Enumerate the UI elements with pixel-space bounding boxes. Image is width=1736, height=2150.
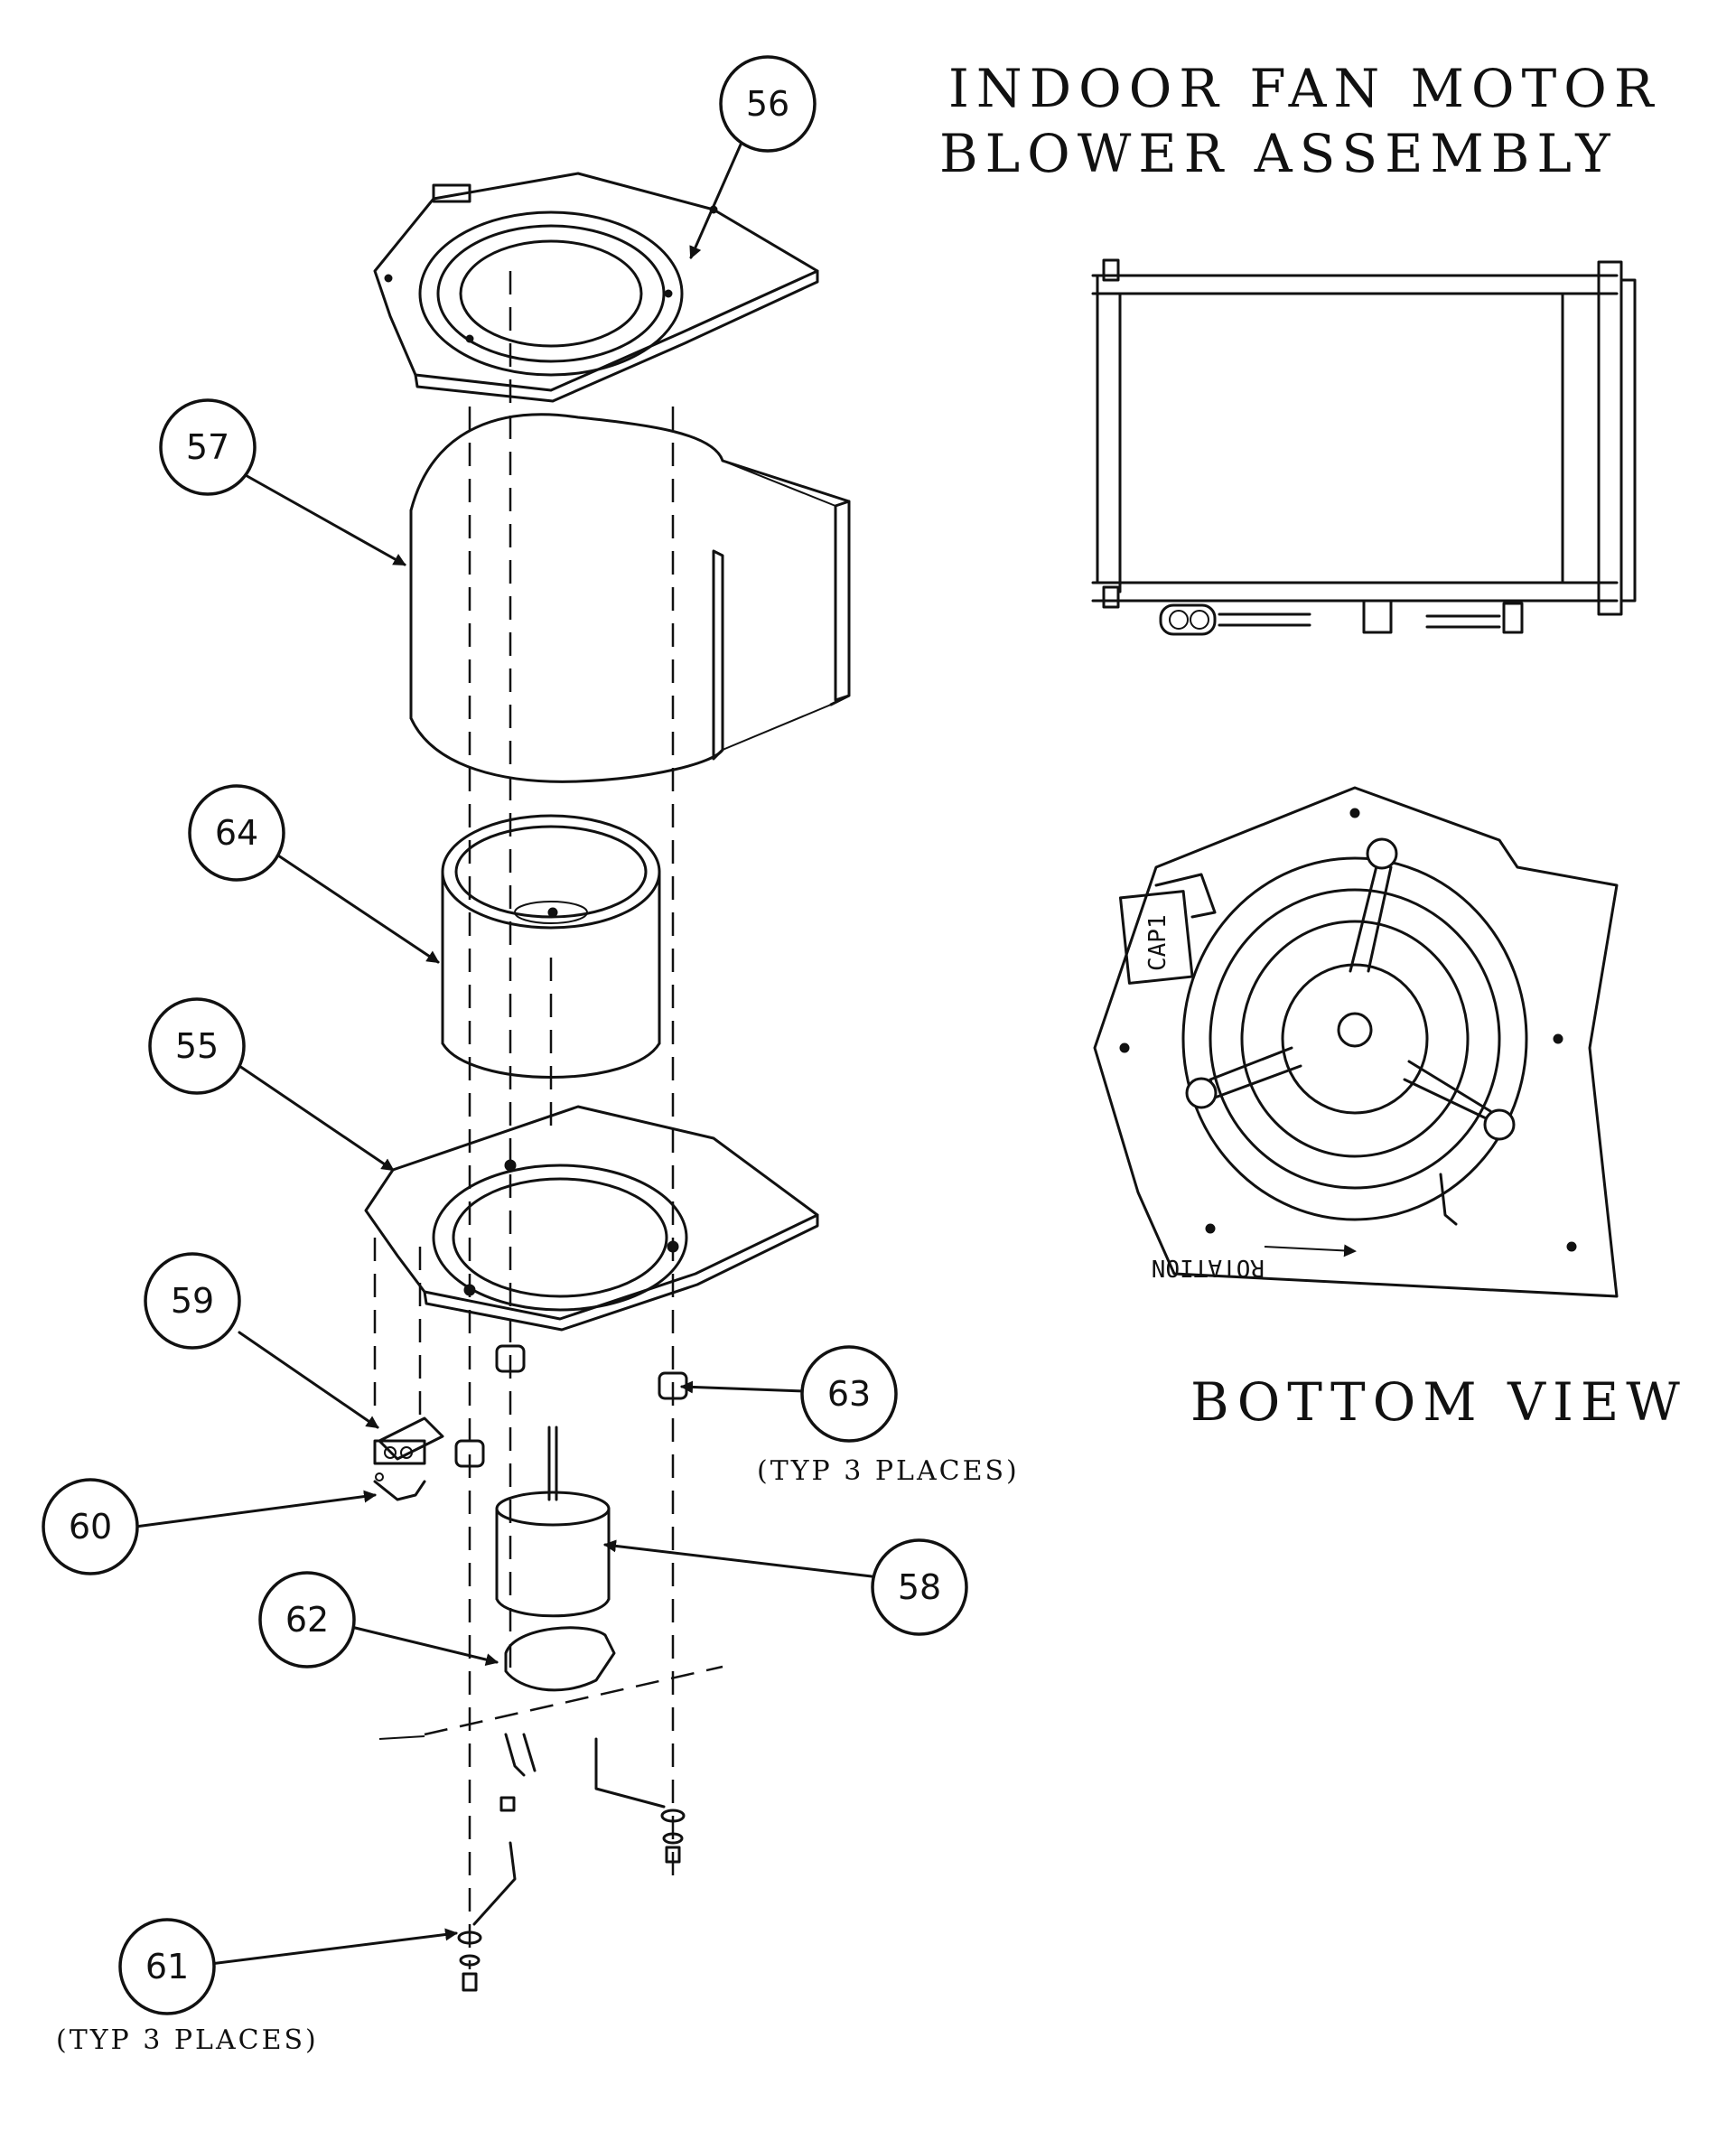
- svg-text:55: 55: [175, 1026, 219, 1066]
- part-61-mounting-arms: [457, 1733, 686, 1992]
- part-63-grommets: [454, 1344, 688, 1468]
- assembly-axes: [373, 271, 723, 1969]
- note-typ-63: (TYP 3 PLACES): [757, 1455, 1020, 1487]
- bottom-view-label: BOTTOM VIEW: [1190, 1371, 1687, 1433]
- leader-lines: [134, 143, 873, 1967]
- bottom-view: CAP1 ROTATION: [1093, 786, 1619, 1298]
- svg-text:59: 59: [171, 1281, 214, 1321]
- callout-56: 56: [719, 55, 817, 153]
- svg-text:63: 63: [827, 1374, 871, 1414]
- callout-59: 59: [144, 1252, 241, 1350]
- part-64-blower-wheel: [441, 814, 661, 1079]
- part-60-capacitor-strap: [373, 1472, 426, 1501]
- svg-text:60: 60: [69, 1507, 112, 1547]
- title-line-1: INDOOR FAN MOTOR: [948, 58, 1661, 119]
- svg-text:57: 57: [186, 427, 229, 467]
- note-typ-61: (TYP 3 PLACES): [56, 2024, 319, 2056]
- callout-63: 63: [800, 1345, 898, 1443]
- callout-64: 64: [188, 784, 285, 882]
- rotation-label: ROTATION: [1152, 1254, 1265, 1281]
- side-view: [1091, 258, 1637, 636]
- part-62-motor-band: [378, 1626, 616, 1740]
- svg-text:61: 61: [145, 1947, 189, 1986]
- svg-text:58: 58: [898, 1567, 941, 1607]
- svg-text:64: 64: [215, 813, 258, 853]
- part-57-scroll-housing: [409, 413, 851, 783]
- callout-58: 58: [871, 1538, 968, 1636]
- title-line-2: BLOWER ASSEMBLY: [939, 123, 1618, 184]
- part-55-bottom-panel: [364, 1105, 819, 1332]
- part-59-capacitor: [373, 1416, 444, 1465]
- callout-57: 57: [159, 398, 257, 496]
- callout-60: 60: [42, 1478, 139, 1575]
- callout-62: 62: [258, 1571, 356, 1669]
- part-58-motor: [495, 1426, 611, 1618]
- callout-61: 61: [118, 1918, 216, 2015]
- svg-text:56: 56: [746, 84, 789, 124]
- svg-text:62: 62: [285, 1600, 329, 1640]
- part-56-top-panel: [373, 172, 819, 403]
- callout-55: 55: [148, 997, 246, 1095]
- capacitor-label: CAP1: [1144, 914, 1171, 971]
